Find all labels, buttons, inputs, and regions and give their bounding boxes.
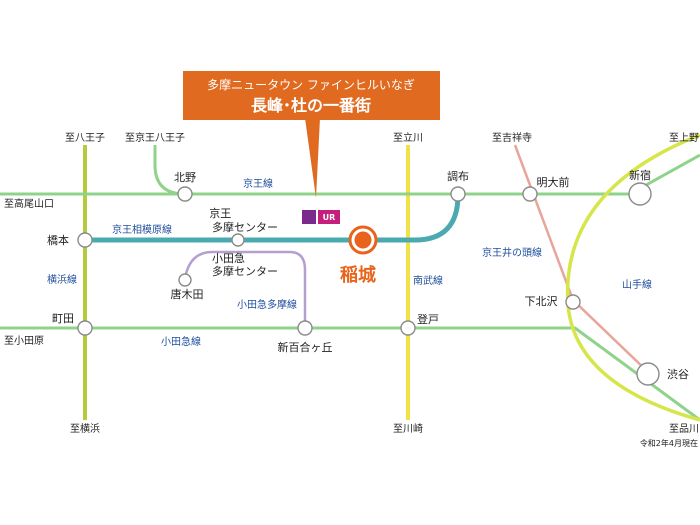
dir-yokohama: 至横浜 — [70, 422, 100, 435]
station-karakida — [178, 273, 192, 287]
label-hashimoto: 橋本 — [47, 233, 69, 247]
keio-hachioji-branch — [153, 145, 186, 196]
odakyu-tama-line — [183, 250, 307, 328]
station-shinyurigaoka — [297, 320, 313, 336]
label-meidaimae: 明大前 — [537, 175, 570, 189]
line-label-keio-inokashira: 京王井の頭線 — [482, 246, 542, 259]
date-note: 令和2年4月現在 — [640, 438, 698, 448]
line-label-nambu: 南武線 — [413, 274, 443, 287]
dir-ueno: 至上野 — [669, 132, 699, 144]
callout-line2: 長峰･杜の一番街 — [251, 96, 371, 115]
label-keio-tama-center: 京王 多摩センター — [209, 206, 278, 234]
ur-logo-mark — [302, 210, 316, 224]
station-noborito — [400, 320, 416, 336]
line-label-odakyu-tama: 小田急多摩線 — [237, 298, 297, 311]
inagi-station-label: 稲城 — [340, 264, 376, 286]
label-shimokitazawa: 下北沢 — [525, 294, 558, 308]
line-label-odakyu: 小田急線 — [161, 335, 201, 348]
label-shibuya: 渋谷 — [667, 368, 689, 381]
dir-tachikawa: 至立川 — [393, 131, 423, 144]
station-machida — [77, 320, 93, 336]
label-odakyu-tama-center-1: 小田急 — [212, 251, 245, 265]
ur-logo-text: UR — [323, 213, 336, 222]
label-shinjuku: 新宿 — [629, 168, 651, 182]
callout-box — [183, 71, 440, 120]
label-keio-tama-center-1: 京王 — [209, 206, 231, 220]
dir-shinagawa: 至品川 — [669, 423, 699, 435]
odakyu-line — [0, 326, 700, 422]
dir-kichijoji: 至吉祥寺 — [492, 131, 532, 144]
line-label-keio-sagamihara: 京王相模原線 — [112, 223, 172, 236]
ur-logo — [318, 210, 340, 224]
station-chofu — [450, 186, 466, 202]
label-shinyurigaoka: 新百合ヶ丘 — [278, 340, 333, 354]
station-hashimoto — [77, 232, 93, 248]
keio-line — [0, 153, 700, 196]
station-meidaimae — [522, 186, 538, 202]
station-shibuya — [636, 362, 660, 386]
label-odakyu-tama-center: 小田急 多摩センター — [212, 251, 278, 278]
yamanote-line-inner — [605, 155, 700, 374]
label-noborito: 登戸 — [417, 312, 439, 326]
line-label-yokohama: 横浜線 — [47, 273, 77, 286]
label-machida: 町田 — [52, 312, 74, 325]
dir-keio-hachioji: 至京王八王子 — [125, 131, 185, 144]
label-karakida: 唐木田 — [171, 287, 204, 301]
station-shinjuku — [628, 182, 652, 206]
label-kitano: 北野 — [174, 171, 196, 184]
label-odakyu-tama-center-2: 多摩センター — [212, 264, 278, 278]
label-chofu: 調布 — [447, 169, 469, 183]
dir-kawasaki: 至川崎 — [393, 422, 423, 435]
dir-odawara: 至小田原 — [4, 335, 44, 347]
line-label-yamanote: 山手線 — [622, 278, 652, 291]
station-shimokitazawa — [565, 294, 581, 310]
keio-sagamihara-line — [85, 194, 461, 243]
dir-takaozanguchi: 至高尾山口 — [4, 197, 54, 210]
callout-line1: 多摩ニュータウン ファインヒルいなぎ — [207, 77, 415, 92]
label-keio-tama-center-2: 多摩センター — [212, 220, 278, 234]
line-label-keio: 京王線 — [243, 177, 273, 190]
inagi-station-core — [354, 231, 372, 249]
callout-pointer — [305, 118, 320, 198]
station-kitano — [177, 186, 193, 202]
station-keio-tama-center — [231, 233, 245, 247]
dir-hachioji: 至八王子 — [65, 132, 105, 144]
